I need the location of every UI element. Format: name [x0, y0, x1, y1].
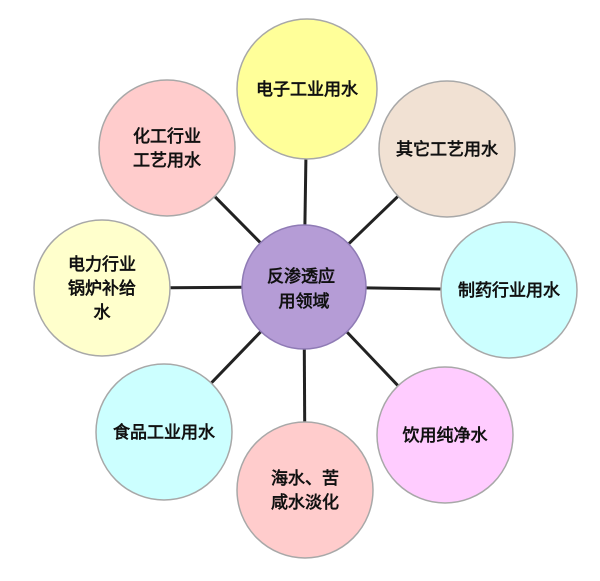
node-label-line: 海水、苦	[271, 468, 339, 489]
center-circle	[241, 224, 367, 350]
node-label-line: 工艺用水	[133, 150, 202, 171]
node-label-line: 其它工艺用水	[396, 139, 499, 160]
node-food: 食品工业用水	[95, 363, 233, 501]
node-label-desalination: 海水、苦咸水淡化	[271, 468, 339, 513]
node-label-power-boiler: 电力行业锅炉补给水	[68, 254, 136, 323]
node-circle-power-boiler	[33, 219, 171, 357]
node-label-pharma: 制药行业用水	[458, 280, 561, 301]
node-label-line: 锅炉补给	[68, 278, 136, 299]
node-label-electronics: 电子工业用水	[256, 79, 359, 100]
node-desalination: 海水、苦咸水淡化	[236, 421, 374, 559]
connector-chemical	[213, 195, 262, 244]
node-drinking-water: 饮用纯净水	[376, 366, 514, 504]
node-circle-electronics	[236, 18, 378, 160]
node-pharma: 制药行业用水	[440, 221, 578, 359]
node-label-line: 食品工业用水	[113, 422, 216, 443]
node-label-line: 电力行业	[68, 254, 136, 275]
center-label-line-2: 用领域	[279, 291, 330, 312]
node-label-food: 食品工业用水	[113, 422, 216, 443]
svg-text:反渗透应 用领域: 反渗透应 用领域	[267, 266, 341, 312]
center-node: 反渗透应 用领域	[241, 224, 367, 350]
node-other-process: 其它工艺用水	[378, 80, 516, 218]
node-electronics: 电子工业用水	[236, 18, 378, 160]
center-label-line-1: 反渗透应	[267, 266, 335, 287]
node-chemical: 化工行业工艺用水	[98, 79, 236, 217]
node-circle-chemical	[98, 79, 236, 217]
node-circle-food	[95, 363, 233, 501]
node-label-line: 饮用纯净水	[402, 425, 489, 446]
connector-pharma	[365, 286, 442, 291]
node-circle-drinking-water	[376, 366, 514, 504]
node-circle-desalination	[236, 421, 374, 559]
node-power-boiler: 电力行业锅炉补给水	[33, 219, 171, 357]
node-circle-other-process	[378, 80, 516, 218]
node-label-line: 咸水淡化	[271, 492, 339, 513]
node-label-line: 化工行业	[133, 126, 201, 147]
node-label-chemical: 化工行业工艺用水	[133, 126, 202, 171]
node-label-line: 电子工业用水	[256, 79, 359, 100]
connector-electronics	[303, 158, 308, 226]
node-label-drinking-water: 饮用纯净水	[402, 425, 489, 446]
connector-drinking-water	[345, 330, 400, 387]
node-label-line: 水	[94, 302, 112, 323]
connector-other-process	[347, 195, 400, 245]
connector-lines	[169, 158, 442, 423]
node-label-other-process: 其它工艺用水	[396, 139, 499, 160]
node-circle-pharma	[440, 221, 578, 359]
connector-food	[210, 330, 262, 385]
node-label-line: 制药行业用水	[458, 280, 561, 301]
